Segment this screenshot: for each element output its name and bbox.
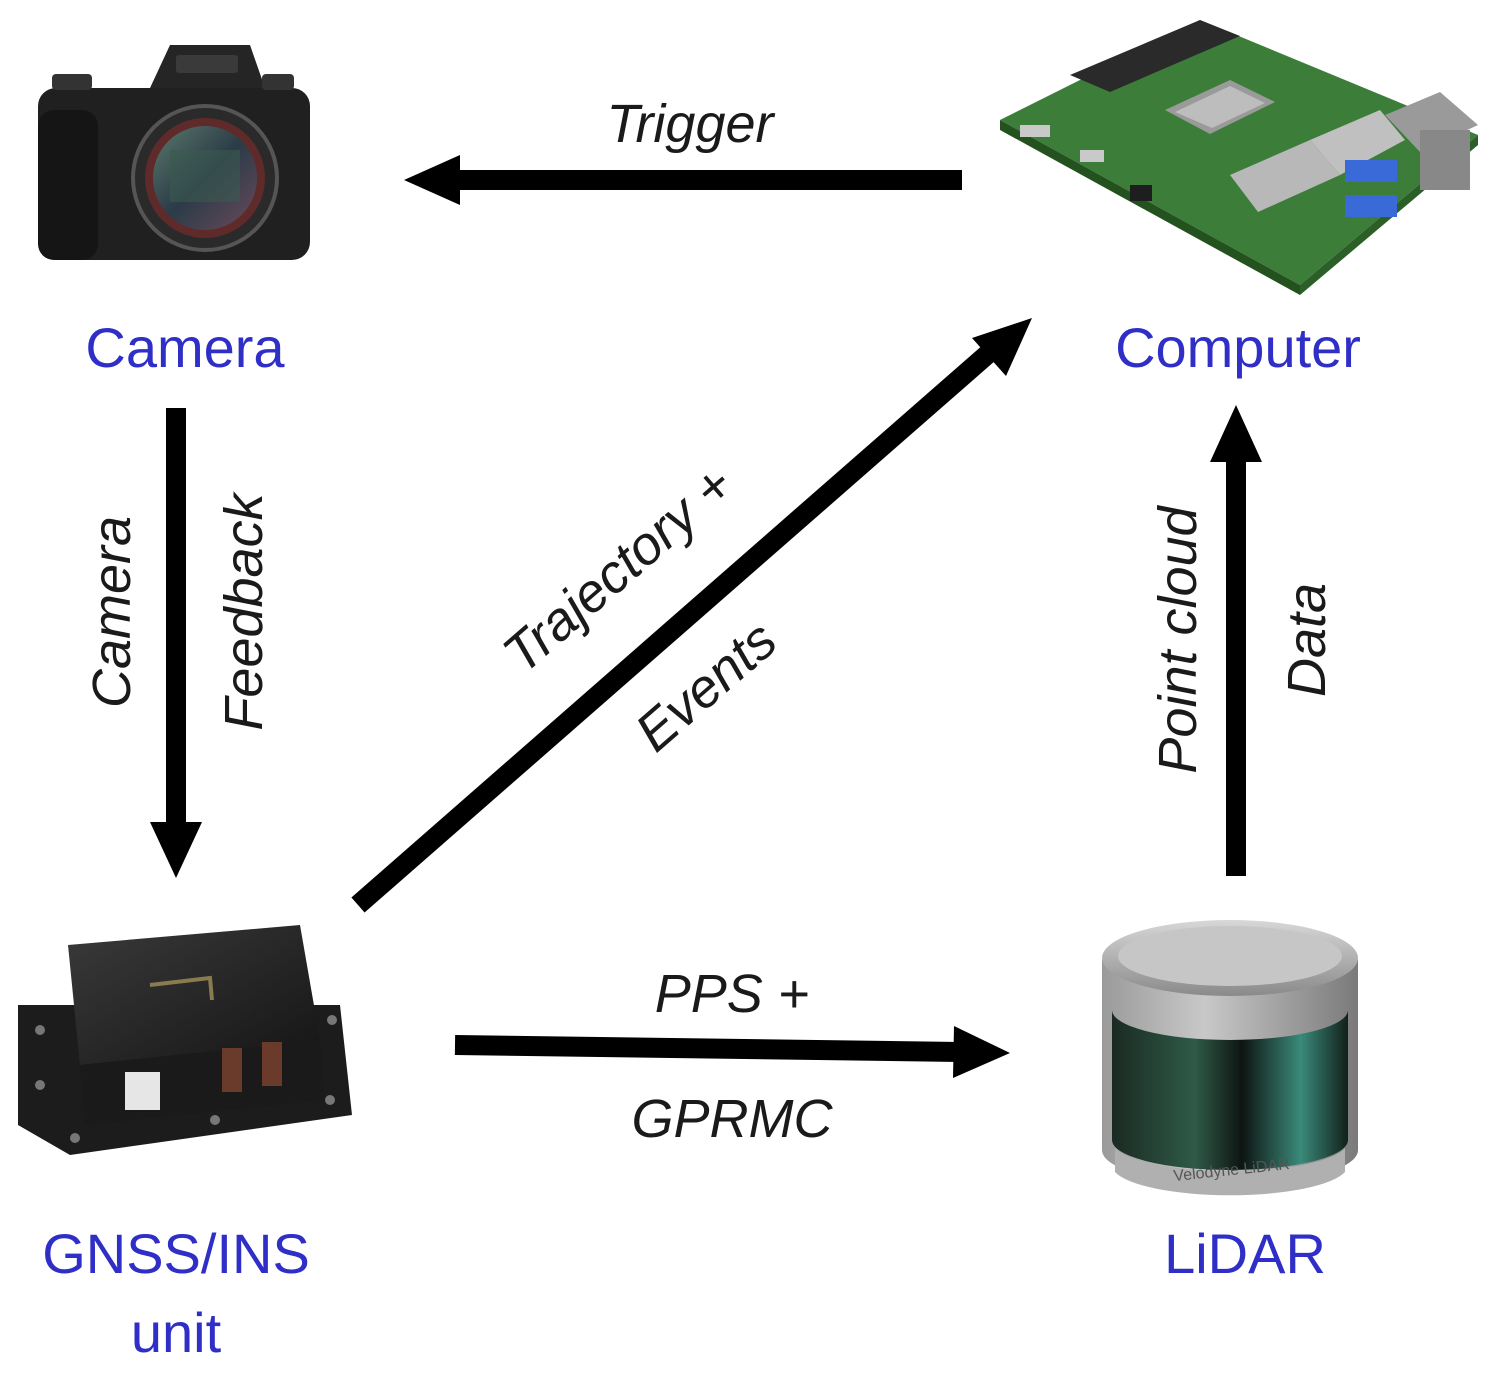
camera-label: Camera — [85, 316, 285, 379]
arrow-camera-feedback — [150, 408, 202, 878]
trigger-label: Trigger — [606, 94, 775, 154]
arrow-trajectory-events — [351, 318, 1032, 913]
arrow-trigger — [404, 155, 962, 205]
trajectory-events-label-line2: Events — [624, 610, 788, 764]
arrow-pps-gprmc — [454, 1026, 1010, 1078]
computer-label: Computer — [1115, 316, 1361, 379]
lidar-label: LiDAR — [1164, 1222, 1326, 1285]
gnss-label-line2: unit — [131, 1301, 222, 1364]
lidar-sensor-icon: Velodyne LiDAR — [1102, 920, 1358, 1196]
point-cloud-label-line1: Point cloud — [1148, 504, 1208, 773]
gnss-ins-unit-icon — [18, 925, 352, 1155]
single-board-computer-icon — [1000, 20, 1478, 295]
arrow-point-cloud-data — [1210, 405, 1262, 876]
camera-feedback-label-line2: Feedback — [214, 490, 274, 730]
pps-gprmc-label-line2: GPRMC — [632, 1089, 834, 1149]
pps-gprmc-label-line1: PPS + — [655, 964, 810, 1024]
camera-feedback-label-line1: Camera — [82, 516, 142, 708]
camera-icon — [38, 45, 310, 260]
gnss-label-line1: GNSS/INS — [42, 1222, 310, 1285]
point-cloud-label-line2: Data — [1277, 583, 1337, 697]
